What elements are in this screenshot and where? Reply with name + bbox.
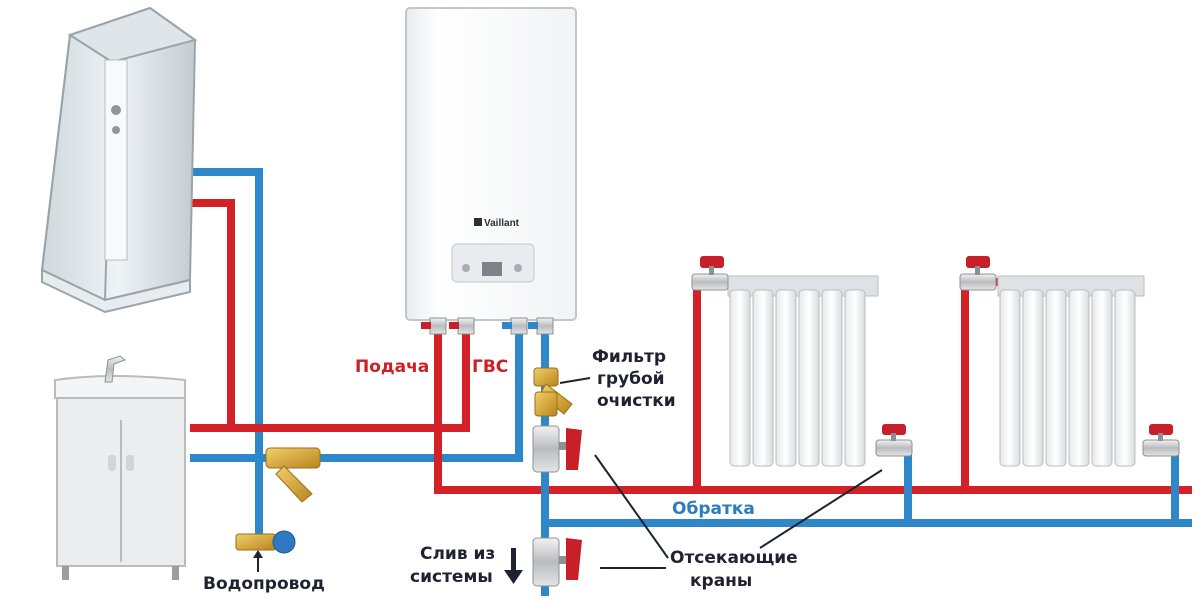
water-supply-arrow-icon bbox=[253, 550, 263, 558]
dhw-hot-line bbox=[190, 332, 470, 432]
pointer-lines bbox=[253, 377, 883, 572]
radiator1-inlet-valve-icon bbox=[691, 256, 729, 291]
heating-supply-pipe bbox=[434, 332, 1192, 494]
filter-pointer-line bbox=[559, 377, 591, 384]
valves-pointer-line-1 bbox=[594, 454, 669, 559]
return-shutoff-valve-icon bbox=[532, 425, 582, 473]
radiator2-supply-riser bbox=[961, 278, 998, 490]
radiator-2-icon bbox=[997, 275, 1145, 467]
boiler-fittings bbox=[421, 317, 554, 335]
cold-water-strainer-icon bbox=[265, 447, 321, 503]
supply-label: Подача bbox=[355, 357, 429, 377]
radiator2-inlet-valve-icon bbox=[959, 256, 997, 291]
shower-hot-pipe bbox=[190, 199, 235, 432]
return-label: Обратка bbox=[672, 499, 755, 519]
boiler-return-valve-icon bbox=[536, 317, 554, 335]
boiler-cold-valve-icon bbox=[510, 317, 528, 335]
radiator-1-icon bbox=[727, 275, 879, 467]
dhw-label: ГВС bbox=[472, 357, 508, 377]
boiler-icon: Vaillant bbox=[405, 7, 577, 321]
boiler-dhw-valve-icon bbox=[457, 317, 475, 335]
radiator1-supply-riser bbox=[693, 278, 728, 490]
water-supply-label: Водопровод bbox=[203, 574, 325, 594]
radiator2-outlet-valve-icon bbox=[1142, 424, 1180, 457]
valves-label-line2: краны bbox=[690, 571, 752, 591]
drain-label-line2: системы bbox=[410, 567, 493, 587]
water-supply-valve-icon bbox=[235, 530, 296, 554]
shower-cold-pipe bbox=[192, 168, 263, 550]
drain-label-line1: Слив из bbox=[420, 544, 495, 564]
sink-vanity-icon bbox=[54, 355, 186, 580]
drain-shutoff-valve-icon bbox=[532, 537, 582, 587]
filter-label-line2: грубой bbox=[597, 369, 665, 389]
filter-label-line1: Фильтр bbox=[592, 347, 666, 367]
radiator1-outlet-valve-icon bbox=[875, 424, 913, 457]
boiler-supply-valve-icon bbox=[429, 317, 447, 335]
heating-strainer-icon bbox=[533, 367, 573, 417]
valves-label-line1: Отсекающие bbox=[670, 548, 798, 568]
filter-label-line3: очистки bbox=[597, 391, 676, 411]
valves-pointer-line-2 bbox=[759, 469, 883, 549]
arrow-down-icon bbox=[504, 548, 523, 584]
shower-cabin-icon bbox=[40, 6, 198, 314]
boiler-brand-label: Vaillant bbox=[484, 218, 520, 229]
